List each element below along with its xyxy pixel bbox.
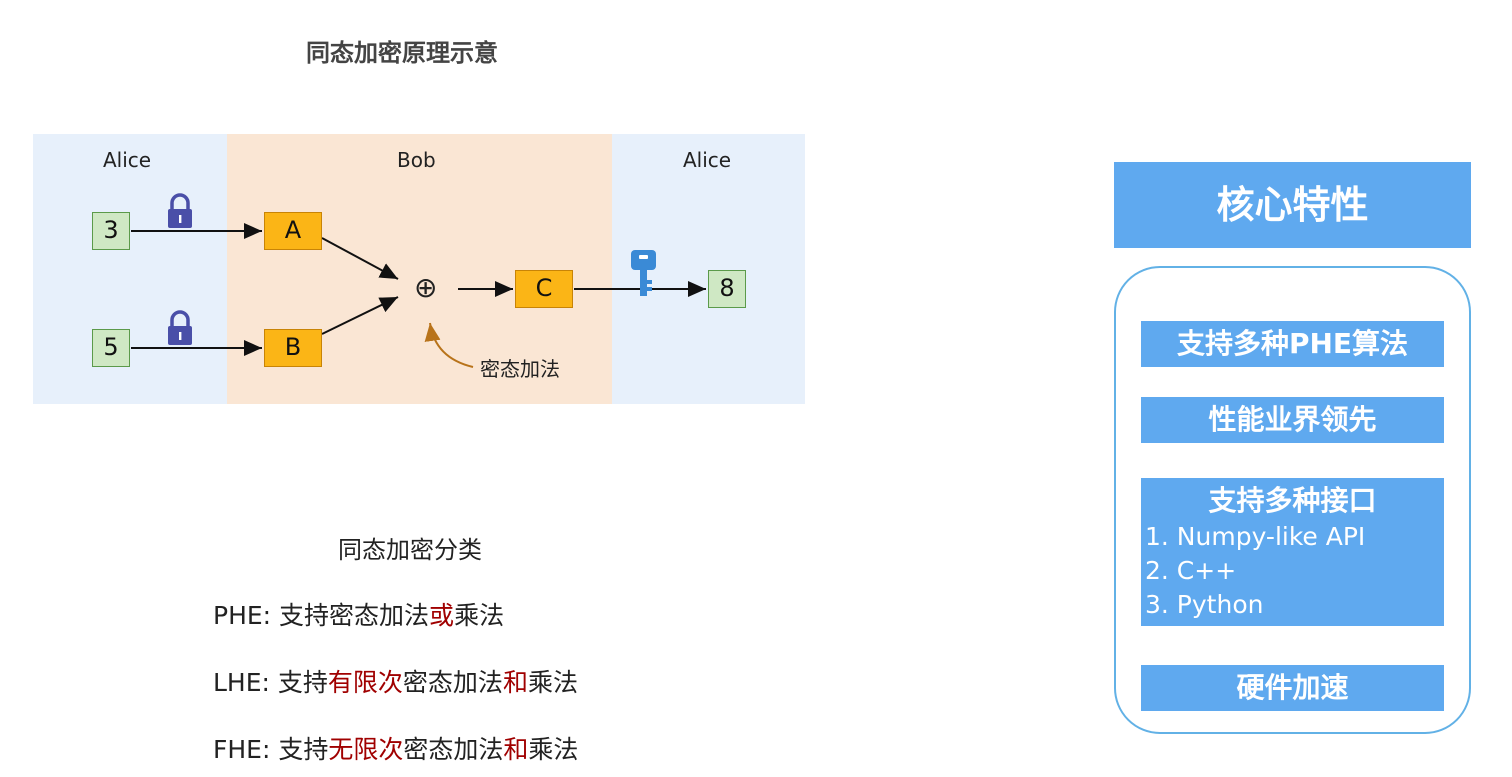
feature-hardware-acceleration: 硬件加速 — [1141, 665, 1444, 711]
lhe-highlight-and: 和 — [502, 668, 528, 697]
annotation-encrypted-addition: 密态加法 — [480, 357, 560, 381]
ciphertext-box-C: C — [515, 270, 573, 308]
ciphertext-box-A: A — [264, 212, 322, 250]
fhe-mid: 密态加法 — [403, 735, 504, 764]
arrow-A-to-op — [321, 237, 399, 280]
arrow-B-to-op — [321, 296, 399, 335]
phe-suffix: 乘法 — [454, 601, 505, 630]
zone-label-alice-left: Alice — [103, 148, 152, 172]
zone-alice-encrypt: Alice — [33, 134, 227, 404]
lhe-prefix: LHE: 支持 — [213, 668, 328, 697]
fhe-highlight-and: 和 — [503, 735, 529, 764]
fhe-prefix: FHE: 支持 — [213, 735, 329, 764]
annotation-arrow — [424, 322, 474, 368]
zone-label-alice-right: Alice — [683, 148, 732, 172]
key-icon — [631, 250, 656, 296]
page-title: 同态加密原理示意 — [306, 39, 498, 67]
interface-item-numpy: 1. Numpy-like API — [1145, 522, 1366, 551]
lhe-highlight-limited: 有限次 — [327, 668, 403, 697]
phe-prefix: PHE: 支持密态加法 — [213, 601, 430, 630]
feature-performance: 性能业界领先 — [1141, 397, 1444, 443]
feature-interfaces: 支持多种接口 1. Numpy-like API 2. C++ 3. Pytho… — [1141, 478, 1444, 626]
plaintext-box-8: 8 — [708, 270, 746, 308]
feature-title: 支持多种接口 — [1208, 484, 1377, 517]
interface-item-python: 3. Python — [1145, 590, 1264, 619]
phe-highlight: 或 — [429, 601, 455, 630]
homomorphic-diagram: Alice Bob Alice — [33, 134, 805, 404]
feature-title: 性能业界领先 — [1208, 403, 1377, 436]
lhe-line: LHE: 支持有限次密态加法和乘法 — [213, 663, 578, 699]
lhe-mid: 密态加法 — [402, 668, 503, 697]
interface-item-cpp: 2. C++ — [1145, 556, 1237, 585]
feature-title: 硬件加速 — [1236, 671, 1349, 704]
feature-phe-algorithms: 支持多种PHE算法 — [1141, 321, 1444, 367]
plaintext-box-3: 3 — [92, 212, 130, 250]
homomorphic-add-symbol: ⊕ — [414, 271, 438, 304]
feature-title: 支持多种PHE算法 — [1176, 327, 1409, 360]
core-features-header: 核心特性 — [1114, 162, 1471, 248]
phe-line: PHE: 支持密态加法或乘法 — [213, 596, 504, 632]
classification-title: 同态加密分类 — [338, 536, 482, 564]
fhe-line: FHE: 支持无限次密态加法和乘法 — [213, 730, 578, 766]
diagram-arrows — [131, 193, 706, 368]
zone-label-bob: Bob — [397, 148, 436, 172]
ciphertext-box-B: B — [264, 329, 322, 367]
fhe-highlight-unlimited: 无限次 — [328, 735, 404, 764]
fhe-suffix: 乘法 — [528, 735, 579, 764]
plaintext-box-5: 5 — [92, 329, 130, 367]
lhe-suffix: 乘法 — [527, 668, 578, 697]
lock-icon — [168, 310, 192, 345]
lock-icon — [168, 193, 192, 228]
